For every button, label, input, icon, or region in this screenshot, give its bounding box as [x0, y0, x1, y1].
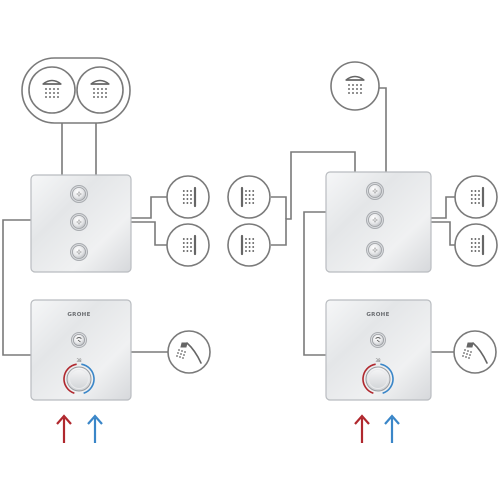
temperature-dial[interactable] — [362, 363, 394, 395]
thermostat-control-panel: GROHE 38 — [30, 299, 132, 401]
body-jet-icon — [240, 234, 255, 256]
overhead-shower-outlet — [330, 61, 380, 111]
body-jet-outlet — [227, 175, 271, 219]
outlet-select-button[interactable] — [366, 211, 384, 229]
temperature-dial[interactable] — [63, 363, 95, 395]
three-button-control-panel — [30, 174, 132, 273]
brand-logo: GROHE — [67, 312, 90, 318]
outlet-select-button[interactable] — [366, 182, 384, 200]
body-jet-outlet — [166, 223, 210, 267]
body-jet-icon — [182, 186, 197, 208]
outlet-select-button[interactable] — [70, 213, 88, 231]
outlet-select-button[interactable] — [71, 332, 87, 348]
body-jet-outlet — [166, 175, 210, 219]
pipe — [271, 196, 287, 219]
overhead-shower-icon — [345, 75, 365, 94]
outlet-select-button[interactable] — [70, 185, 88, 203]
temperature-mark: 38 — [375, 358, 381, 363]
overhead-shower-icon — [42, 79, 62, 98]
outlet-select-button[interactable] — [370, 332, 386, 348]
three-button-control-panel — [325, 171, 432, 273]
cold-water-supply-arrow — [384, 414, 400, 443]
pipe — [131, 196, 167, 219]
hand-shower-outlet — [453, 330, 497, 374]
double-overhead-shower-outlet — [21, 57, 131, 124]
pipe — [431, 196, 458, 219]
hand-shower-icon — [176, 342, 202, 364]
pipe — [271, 151, 356, 246]
body-jet-icon — [470, 186, 485, 208]
body-jet-outlet — [454, 223, 498, 267]
pipe — [131, 221, 167, 246]
pipe — [303, 211, 326, 356]
temperature-mark: 38 — [76, 358, 82, 363]
cold-water-supply-arrow — [87, 414, 103, 443]
outlet-select-button[interactable] — [70, 243, 88, 261]
body-jet-outlet — [454, 175, 498, 219]
brand-logo: GROHE — [366, 312, 389, 318]
outlet-select-button[interactable] — [366, 241, 384, 259]
pipe — [431, 221, 458, 246]
hand-shower-icon — [462, 342, 488, 364]
hot-water-supply-arrow — [56, 414, 72, 443]
pipe-network — [2, 87, 458, 356]
overhead-shower-icon — [90, 79, 110, 98]
thermostat-control-panel: GROHE 38 — [325, 299, 432, 401]
hot-water-supply-arrow — [354, 414, 370, 443]
pipe — [2, 219, 31, 356]
body-jet-icon — [470, 234, 485, 256]
body-jet-icon — [240, 186, 255, 208]
hand-shower-outlet — [167, 330, 211, 374]
body-jet-icon — [182, 234, 197, 256]
body-jet-outlet — [227, 223, 271, 267]
